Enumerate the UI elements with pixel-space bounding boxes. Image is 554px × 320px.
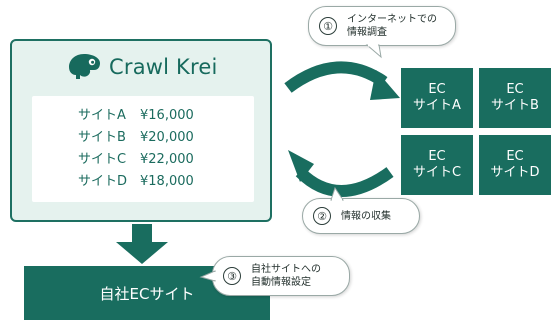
ec-site-name: サイトC	[412, 165, 462, 180]
request-arrowhead	[370, 70, 400, 100]
price-row: サイトC ¥22,000	[78, 150, 218, 170]
collect-arrow	[295, 167, 394, 197]
down-arrow-icon	[116, 224, 168, 264]
price-site: サイトA	[78, 108, 126, 123]
price-site: サイトC	[78, 152, 127, 167]
step-1-callout: ① インターネットでの 情報調査	[308, 6, 456, 59]
ec-site-name: サイトB	[491, 98, 539, 113]
step-text: インターネットでの 情報調査	[347, 13, 437, 39]
brand-name: Crawl Krei	[109, 55, 218, 79]
price-row: サイトA ¥16,000	[78, 106, 218, 126]
chameleon-logo-icon	[69, 54, 100, 79]
callout-tail	[199, 270, 216, 282]
ec-label: EC	[428, 82, 446, 97]
price-row: サイトB ¥20,000	[78, 128, 218, 148]
ec-site-card-d: EC サイトD	[479, 135, 551, 195]
callout-tail	[365, 44, 382, 59]
price-value: ¥20,000	[140, 130, 194, 145]
step-number: ①	[319, 17, 337, 35]
step-text-line: 自動情報設定	[251, 277, 311, 288]
ec-label: EC	[428, 149, 446, 164]
callout-tail	[330, 186, 344, 201]
ec-label: EC	[506, 82, 524, 97]
price-site: サイトB	[78, 130, 126, 145]
ec-label: EC	[506, 149, 524, 164]
step-number: ②	[313, 207, 331, 225]
brand: Crawl Krei	[67, 51, 218, 83]
price-row: サイトD ¥18,000	[78, 172, 218, 192]
cycle-arrows-icon	[284, 61, 400, 197]
ec-site-name: サイトA	[413, 98, 461, 113]
collect-arrowhead	[288, 150, 314, 182]
step-text-line: 情報調査	[347, 27, 387, 38]
price-value: ¥18,000	[140, 174, 194, 189]
ec-site-card-c: EC サイトC	[401, 135, 473, 195]
step-text-line: 情報の収集	[341, 210, 391, 222]
step-text: 自社サイトへの 自動情報設定	[251, 263, 321, 289]
price-site: サイトD	[78, 174, 128, 189]
ec-site-card-b: EC サイトB	[479, 68, 551, 128]
price-value: ¥22,000	[140, 152, 194, 167]
step-text-line: 自社サイトへの	[251, 264, 321, 275]
step-2-callout: ② 情報の収集	[302, 186, 420, 234]
step-text-line: インターネットでの	[347, 14, 437, 25]
price-value: ¥16,000	[140, 108, 194, 123]
crawl-krei-panel: Crawl Krei サイトA ¥16,000 サイトB ¥20,000 サイト…	[10, 39, 272, 222]
own-ec-site-label: 自社ECサイト	[99, 284, 195, 303]
step-text: 情報の収集	[341, 210, 391, 223]
step-3-callout: ③ 自社サイトへの 自動情報設定	[199, 256, 350, 296]
step-number: ③	[223, 267, 241, 285]
request-arrow	[284, 61, 388, 93]
price-list: サイトA ¥16,000 サイトB ¥20,000 サイトC ¥22,000 サ…	[32, 96, 254, 202]
ec-site-name: サイトD	[490, 165, 540, 180]
ec-site-card-a: EC サイトA	[401, 68, 473, 128]
